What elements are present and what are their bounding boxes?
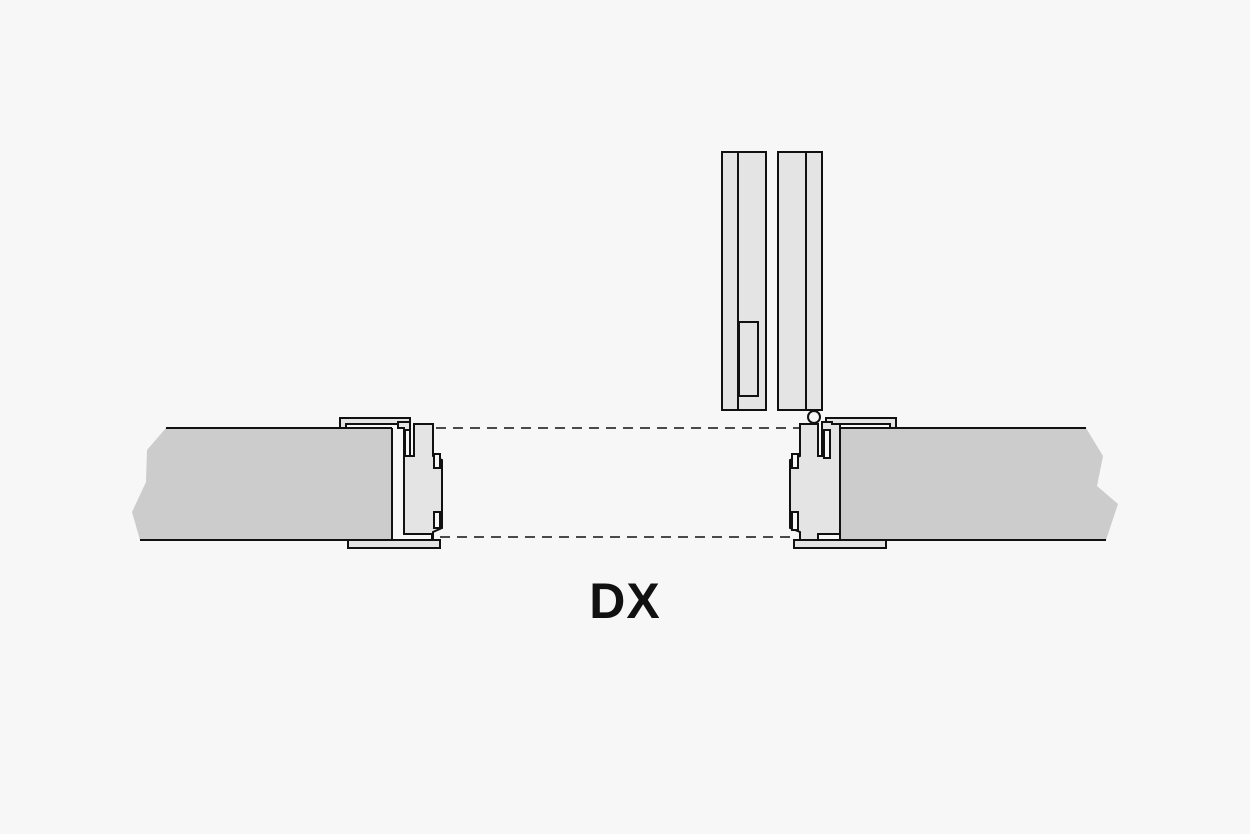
right-wall bbox=[839, 427, 1118, 541]
left-wall bbox=[132, 427, 393, 541]
diagram-label: DX bbox=[589, 573, 661, 629]
left-frame-profile bbox=[339, 417, 443, 549]
folded-door-leaves bbox=[721, 151, 823, 424]
right-frame-profile bbox=[789, 417, 897, 549]
opening-guide-lines bbox=[436, 427, 800, 538]
